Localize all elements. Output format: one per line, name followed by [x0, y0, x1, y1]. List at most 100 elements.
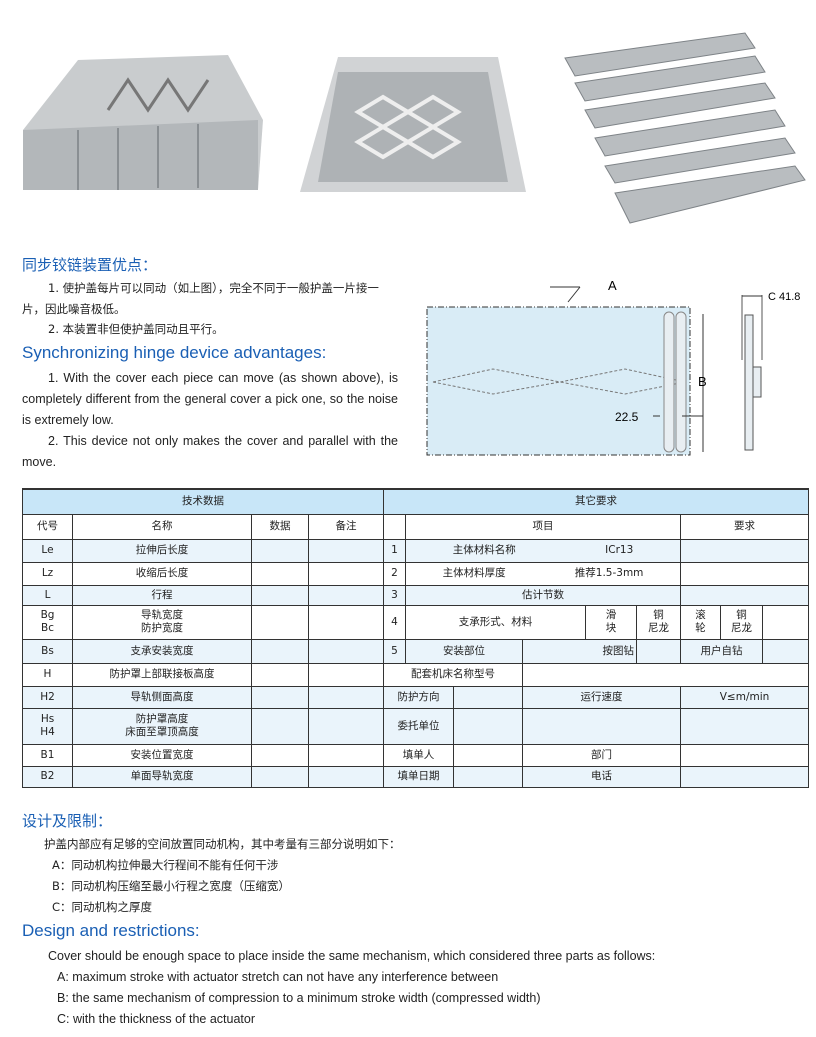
- data-input-cell[interactable]: [251, 604, 309, 640]
- option-roller[interactable]: 滚 轮: [680, 604, 721, 640]
- code-cell: H2: [22, 685, 73, 709]
- name-cell: 收缩后长度: [72, 561, 252, 586]
- header-item: 项目: [405, 513, 681, 540]
- empty-cell[interactable]: [522, 707, 681, 745]
- advantages-cn-2: 2. 本装置非但使护盖同动且平行。: [48, 322, 224, 336]
- code-cell: B2: [22, 765, 73, 788]
- code-cell: Bs: [22, 638, 73, 664]
- remark-input-cell[interactable]: [308, 743, 384, 767]
- direction-label: 防护方向: [383, 685, 454, 709]
- advantages-title-cn: 同步铰链装置优点：: [22, 256, 158, 274]
- name-cell: 导轨宽度 防护宽度: [72, 604, 252, 640]
- remark-input-cell[interactable]: [308, 638, 384, 664]
- item-cell: 主体材料名称 ICr13: [405, 538, 681, 563]
- name-cell: 拉伸后长度: [72, 538, 252, 563]
- code-cell: Lz: [22, 561, 73, 586]
- machine-model-input[interactable]: [521, 662, 810, 687]
- name-cell: 支承安装宽度: [72, 638, 252, 664]
- code-cell: L: [22, 584, 73, 606]
- diagram-label-c: C 41.8: [768, 291, 800, 303]
- hinge-mechanism-diagram: A B C 41.8 22.5: [426, 278, 800, 456]
- product-photo-telescopic-cover-3: [564, 32, 806, 224]
- remark-input-cell[interactable]: [308, 707, 384, 745]
- remark-input-cell[interactable]: [308, 538, 384, 563]
- date-label: 填单日期: [383, 765, 454, 788]
- left-table-title: 技术数据: [22, 488, 384, 515]
- data-input-cell[interactable]: [251, 584, 309, 606]
- data-input-cell[interactable]: [251, 561, 309, 586]
- name-cell: 导轨侧面高度: [72, 685, 252, 709]
- design-b-en: B: the same mechanism of compression to …: [57, 991, 541, 1005]
- design-a-cn: A：同动机构拉伸最大行程间不能有任何干涉: [52, 858, 279, 872]
- data-input-cell[interactable]: [251, 638, 309, 664]
- diagram-label-b: B: [698, 374, 707, 389]
- requirement-input-cell[interactable]: [679, 584, 810, 606]
- speed-input[interactable]: V≤m/min: [679, 685, 810, 709]
- option-slider[interactable]: 滑 块: [585, 604, 637, 640]
- advantages-cn-1: 1. 使护盖每片可以同动（如上图），完全不同于一般护盖一片接一片，因此噪音极低。: [22, 281, 379, 316]
- name-cell: 防护罩上部联接板高度: [72, 662, 252, 687]
- client-label: 委托单位: [383, 707, 454, 745]
- requirement-input-cell[interactable]: [761, 604, 810, 640]
- check-cell[interactable]: [636, 638, 681, 664]
- check-cell[interactable]: [761, 638, 810, 664]
- item-label: 主体材料厚度: [442, 567, 506, 579]
- design-a-en: A: maximum stroke with actuator stretch …: [57, 970, 499, 984]
- remark-input-cell[interactable]: [308, 604, 384, 640]
- number-cell: 5: [383, 638, 406, 664]
- design-intro-en: Cover should be enough space to place in…: [48, 949, 656, 963]
- number-cell: 1: [383, 538, 406, 563]
- header-requirement: 要求: [679, 513, 810, 540]
- remark-input-cell[interactable]: [308, 561, 384, 586]
- name-cell: 防护罩高度 床面至罩顶高度: [72, 707, 252, 745]
- name-cell: 安装位置宽度: [72, 743, 252, 767]
- design-title-cn: 设计及限制：: [22, 812, 113, 830]
- name-cell: 行程: [72, 584, 252, 606]
- design-title-en: Design and restrictions:: [22, 921, 200, 940]
- header-number: [383, 513, 406, 540]
- right-table-title: 其它要求: [382, 488, 810, 515]
- remark-input-cell[interactable]: [308, 685, 384, 709]
- machine-model-label: 配套机床名称型号: [383, 662, 523, 687]
- number-cell: 4: [383, 604, 406, 640]
- header-code: 代号: [22, 513, 73, 540]
- requirement-input-cell[interactable]: [679, 538, 810, 563]
- client-input[interactable]: [453, 707, 523, 745]
- data-input-cell[interactable]: [251, 743, 309, 767]
- option-copper-nylon[interactable]: 铜 尼龙: [636, 604, 681, 640]
- design-c-en: C: with the thickness of the actuator: [57, 1012, 256, 1026]
- option-drill-by-drawing[interactable]: 按图钻: [522, 638, 637, 664]
- design-b-cn: B：同动机构压缩至最小行程之宽度（压缩宽）: [52, 879, 290, 893]
- item-cell: 估计节数: [405, 584, 681, 606]
- advantages-en-2: 2. This device not only makes the cover …: [22, 434, 398, 469]
- advantages-title-en: Synchronizing hinge device advantages:: [22, 343, 327, 362]
- data-input-cell[interactable]: [251, 538, 309, 563]
- remark-input-cell[interactable]: [308, 662, 384, 687]
- item-cell: 主体材料厚度 推荐1.5-3mm: [405, 561, 681, 586]
- item-value: 推荐1.5-3mm: [574, 567, 644, 579]
- remark-input-cell[interactable]: [308, 584, 384, 606]
- data-input-cell[interactable]: [251, 662, 309, 687]
- item-label: 主体材料名称: [452, 544, 516, 556]
- item-cell: 支承形式、材料: [405, 604, 586, 640]
- diagram-dimension: 22.5: [615, 410, 639, 424]
- phone-input[interactable]: [679, 765, 810, 788]
- data-input-cell[interactable]: [251, 685, 309, 709]
- data-input-cell[interactable]: [251, 765, 309, 788]
- item-value: ICr13: [605, 544, 634, 556]
- data-input-cell[interactable]: [251, 707, 309, 745]
- speed-label: 运行速度: [522, 685, 681, 709]
- filler-input[interactable]: [453, 743, 523, 767]
- requirement-input-cell[interactable]: [679, 561, 810, 586]
- option-user-drill[interactable]: 用户自钻: [680, 638, 763, 664]
- code-cell: Hs H4: [22, 707, 73, 745]
- option-copper-nylon-2[interactable]: 铜 尼龙: [720, 604, 763, 640]
- code-cell: Le: [22, 538, 73, 563]
- product-photo-telescopic-cover-2: [300, 57, 526, 192]
- date-input[interactable]: [453, 765, 523, 788]
- direction-input[interactable]: [453, 685, 523, 709]
- remark-input-cell[interactable]: [308, 765, 384, 788]
- header-remark: 备注: [308, 513, 384, 540]
- department-input[interactable]: [679, 743, 810, 767]
- empty-cell[interactable]: [679, 707, 810, 745]
